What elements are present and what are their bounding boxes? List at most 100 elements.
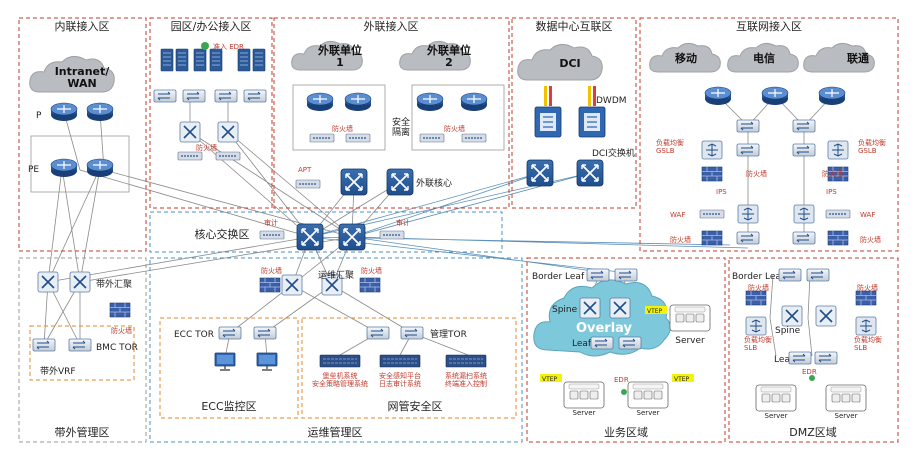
- partner1-firewall-2[interactable]: [345, 133, 371, 143]
- oob-firewall[interactable]: [109, 302, 131, 318]
- oob-agg-switch-2[interactable]: [69, 271, 91, 293]
- bmc-tor-2[interactable]: [68, 338, 92, 352]
- external-core-switch-1[interactable]: [340, 168, 368, 196]
- office-access-switch-2[interactable]: [182, 89, 206, 103]
- dmz-leaf-2[interactable]: [814, 351, 838, 365]
- office-core-switch-1[interactable]: [179, 121, 201, 143]
- core-switch-1[interactable]: [296, 223, 324, 251]
- internet-edge-switch-2[interactable]: [792, 231, 816, 245]
- p-router-1[interactable]: [50, 102, 78, 122]
- apt-appliance[interactable]: [295, 179, 321, 189]
- label-server-2: Server: [637, 409, 660, 417]
- ecc-monitor-pc-1[interactable]: [214, 352, 236, 371]
- dwdm-device-2[interactable]: [578, 106, 606, 138]
- ecc-tor-2[interactable]: [253, 326, 277, 340]
- pe-router-1[interactable]: [50, 158, 78, 178]
- business-server-2[interactable]: [627, 381, 669, 409]
- dmz-server-2[interactable]: [825, 384, 867, 412]
- partner1-router-1[interactable]: [306, 92, 334, 112]
- office-server-5[interactable]: [237, 48, 251, 72]
- internet-switch-2[interactable]: [792, 119, 816, 133]
- partner2-router-1[interactable]: [416, 92, 444, 112]
- bastion-system-rack[interactable]: [319, 354, 361, 368]
- dwdm-device-1[interactable]: [534, 106, 562, 138]
- label-waf-left: WAF: [670, 211, 685, 219]
- business-server-top[interactable]: [669, 304, 711, 332]
- partner2-router-2[interactable]: [460, 92, 488, 112]
- office-server-1[interactable]: [160, 48, 174, 72]
- dmz-server-1[interactable]: [755, 384, 797, 412]
- business-spine-1[interactable]: [579, 297, 601, 319]
- gslb-left[interactable]: [701, 140, 723, 160]
- slb-left[interactable]: [745, 316, 767, 336]
- ecc-tor-1[interactable]: [218, 326, 242, 340]
- pe-router-2[interactable]: [86, 158, 114, 178]
- slb-right[interactable]: [855, 316, 877, 336]
- label-audit-right: 审计: [396, 218, 410, 227]
- label-vtep-top: VTEP: [647, 308, 663, 315]
- isp-router-2[interactable]: [761, 86, 789, 106]
- business-leaf-2[interactable]: [618, 336, 642, 350]
- mgmt-tor-1[interactable]: [366, 326, 390, 340]
- mgmt-tor-2[interactable]: [400, 326, 424, 340]
- bmc-tor-1[interactable]: [32, 338, 56, 352]
- partner2-firewall-1[interactable]: [419, 133, 445, 143]
- business-server-1[interactable]: [563, 381, 605, 409]
- business-border-leaf-1[interactable]: [586, 268, 610, 282]
- p-router-2[interactable]: [86, 102, 114, 122]
- security-platform-rack[interactable]: [379, 354, 421, 368]
- internet-dist-switch-1[interactable]: [736, 143, 760, 157]
- dci-switch-2[interactable]: [576, 159, 604, 187]
- internet-edge-switch-1[interactable]: [736, 231, 760, 245]
- oob-agg-switch-1[interactable]: [37, 271, 59, 293]
- dmz-border-leaf-1[interactable]: [778, 268, 802, 282]
- gslb-right[interactable]: [827, 140, 849, 160]
- office-server-4[interactable]: [209, 48, 223, 72]
- office-firewall-2[interactable]: [215, 151, 241, 161]
- dci-switch-1[interactable]: [526, 159, 554, 187]
- internet-switch-1[interactable]: [736, 119, 760, 133]
- internet-l3-switch-2[interactable]: [793, 204, 815, 224]
- office-access-switch-4[interactable]: [243, 89, 267, 103]
- office-firewall-1[interactable]: [177, 151, 203, 161]
- external-core-switch-2[interactable]: [386, 168, 414, 196]
- office-access-switch-3[interactable]: [214, 89, 238, 103]
- office-server-3[interactable]: [193, 48, 207, 72]
- waf-left[interactable]: [699, 209, 725, 219]
- internet-edge-firewall-2[interactable]: [827, 230, 849, 246]
- dmz-spine-2[interactable]: [815, 305, 837, 327]
- ops-firewall-right[interactable]: [359, 277, 381, 293]
- office-server-2[interactable]: [175, 48, 189, 72]
- vuln-scan-rack[interactable]: [445, 354, 487, 368]
- business-leaf-1[interactable]: [590, 336, 614, 350]
- core-switch-2[interactable]: [338, 223, 366, 251]
- isp-router-1[interactable]: [704, 86, 732, 106]
- dmz-firewall-left[interactable]: [745, 290, 767, 306]
- ecc-monitor-pc-2[interactable]: [256, 352, 278, 371]
- partner1-firewall-1[interactable]: [309, 133, 335, 143]
- zone-title-internet: 互联网接入区: [736, 20, 802, 33]
- partner1-router-2[interactable]: [344, 92, 372, 112]
- office-access-switch-1[interactable]: [153, 89, 177, 103]
- waf-right[interactable]: [825, 209, 851, 219]
- dmz-firewall-right[interactable]: [855, 290, 877, 306]
- dmz-leaf-1[interactable]: [788, 351, 812, 365]
- dmz-border-leaf-2[interactable]: [806, 268, 830, 282]
- partner2-firewall-2[interactable]: [461, 133, 487, 143]
- business-spine-2[interactable]: [609, 297, 631, 319]
- office-core-switch-2[interactable]: [217, 121, 239, 143]
- internet-dist-switch-2[interactable]: [792, 143, 816, 157]
- core-audit-appliance-left[interactable]: [259, 230, 285, 240]
- business-border-leaf-2[interactable]: [614, 268, 638, 282]
- ops-agg-switch-1[interactable]: [281, 274, 303, 296]
- dmz-spine-1[interactable]: [781, 305, 803, 327]
- core-audit-appliance-right[interactable]: [379, 230, 405, 240]
- isp-router-3[interactable]: [818, 86, 846, 106]
- internet-firewall-left[interactable]: [701, 166, 723, 182]
- internet-edge-firewall-1[interactable]: [701, 230, 723, 246]
- ops-firewall-left[interactable]: [259, 277, 281, 293]
- internet-l3-switch-1[interactable]: [737, 204, 759, 224]
- office-server-6[interactable]: [252, 48, 266, 72]
